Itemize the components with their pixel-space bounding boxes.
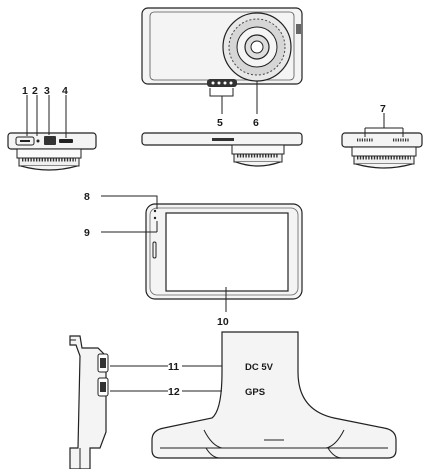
callout-4: 4 [62, 85, 68, 97]
callout-5: 5 [217, 117, 223, 129]
callout-1: 1 [22, 85, 28, 97]
dc-5v-port-label: DC 5V [245, 362, 274, 373]
callout-9: 9 [84, 227, 90, 239]
callout-3: 3 [44, 85, 50, 97]
callout-8: 8 [84, 191, 90, 203]
callout-10: 10 [217, 316, 229, 328]
gps-port-label: GPS [245, 387, 265, 398]
callout-12: 12 [168, 386, 180, 398]
mount-side-view [69, 335, 109, 469]
camera-left-side-view [7, 132, 97, 171]
callout-2: 2 [32, 85, 38, 97]
callout-11: 11 [168, 361, 179, 373]
camera-back-view [141, 7, 303, 87]
callout-6: 6 [253, 117, 259, 129]
camera-bottom-view [141, 132, 303, 167]
camera-right-side-view [341, 132, 423, 169]
mount-front-view [151, 331, 397, 459]
callout-7: 7 [380, 103, 386, 115]
camera-front-screen-view [145, 203, 303, 300]
